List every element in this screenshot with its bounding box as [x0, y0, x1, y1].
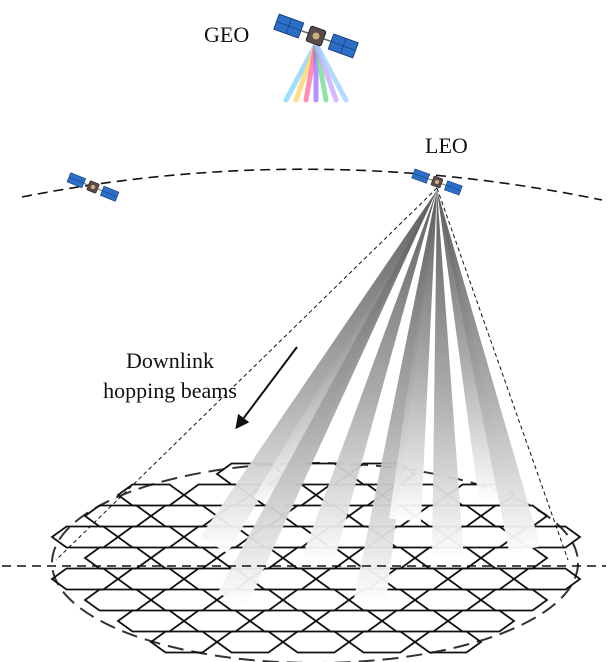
downlink-beam [200, 190, 437, 554]
hex-cell [215, 630, 285, 654]
leo-orbit-arc [21, 168, 603, 201]
hex-cell [116, 525, 186, 549]
hex-cell [116, 567, 186, 591]
leo-satellite [411, 168, 463, 196]
downlink-beam [389, 190, 437, 522]
hex-cell [380, 567, 450, 591]
far-leo-satellite [66, 172, 120, 202]
hex-cell [281, 630, 351, 654]
beams-label-line2: hopping beams [103, 378, 237, 403]
hex-cell [281, 588, 351, 612]
satellite-icon [411, 168, 463, 196]
hex-cell [347, 630, 417, 654]
hex-cell [149, 504, 219, 528]
hex-cell [50, 567, 120, 591]
beams-label-line1: Downlink [126, 348, 214, 373]
hex-cell [479, 588, 549, 612]
geo-beams [283, 41, 349, 103]
downlink-beam [253, 190, 437, 513]
hex-cell [314, 609, 384, 633]
leo-label: LEO [425, 133, 468, 158]
hex-cell [116, 609, 186, 633]
hex-cell [446, 567, 516, 591]
hex-cell [512, 567, 582, 591]
downlink-beam [217, 190, 437, 608]
hex-cell [248, 609, 318, 633]
hex-cell [83, 588, 153, 612]
arrow-down-left-icon [235, 346, 298, 430]
hex-cell [446, 609, 516, 633]
hex-cell [149, 588, 219, 612]
downlink-beams [200, 190, 541, 608]
footprint-boundary-left [55, 187, 438, 561]
downlink-beam [302, 190, 437, 565]
hex-cell [182, 609, 252, 633]
hex-cell [116, 483, 186, 507]
geo-satellite [273, 13, 359, 59]
satellite-icon [273, 13, 359, 59]
downlink-beam [437, 190, 541, 554]
hex-cell [413, 588, 483, 612]
downlink-beam [432, 190, 464, 561]
downlink-beam [354, 190, 437, 603]
geo-label: GEO [204, 22, 249, 47]
hex-cell [413, 630, 483, 654]
footprint-boundary-right [436, 187, 569, 561]
hex-cell [149, 630, 219, 654]
hex-cell [380, 609, 450, 633]
geo-beam [313, 41, 349, 103]
hex-cell [83, 504, 153, 528]
satellite-icon [66, 172, 120, 202]
